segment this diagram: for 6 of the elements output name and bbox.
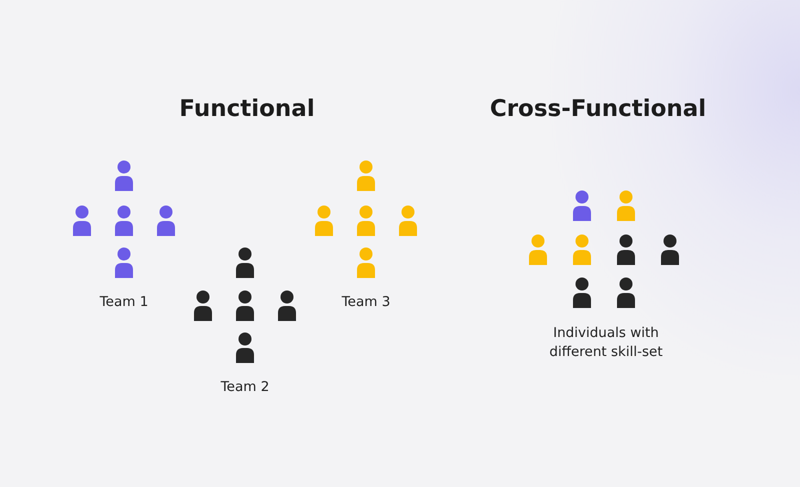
heading: Cross-Functional: [490, 96, 706, 122]
team-label: Team 2: [220, 379, 270, 395]
team-label: Team 3: [342, 294, 390, 310]
heading: Functional: [179, 96, 315, 122]
team-label: Team 1: [100, 294, 148, 310]
caption: Individuals with different skill-set: [548, 324, 664, 362]
